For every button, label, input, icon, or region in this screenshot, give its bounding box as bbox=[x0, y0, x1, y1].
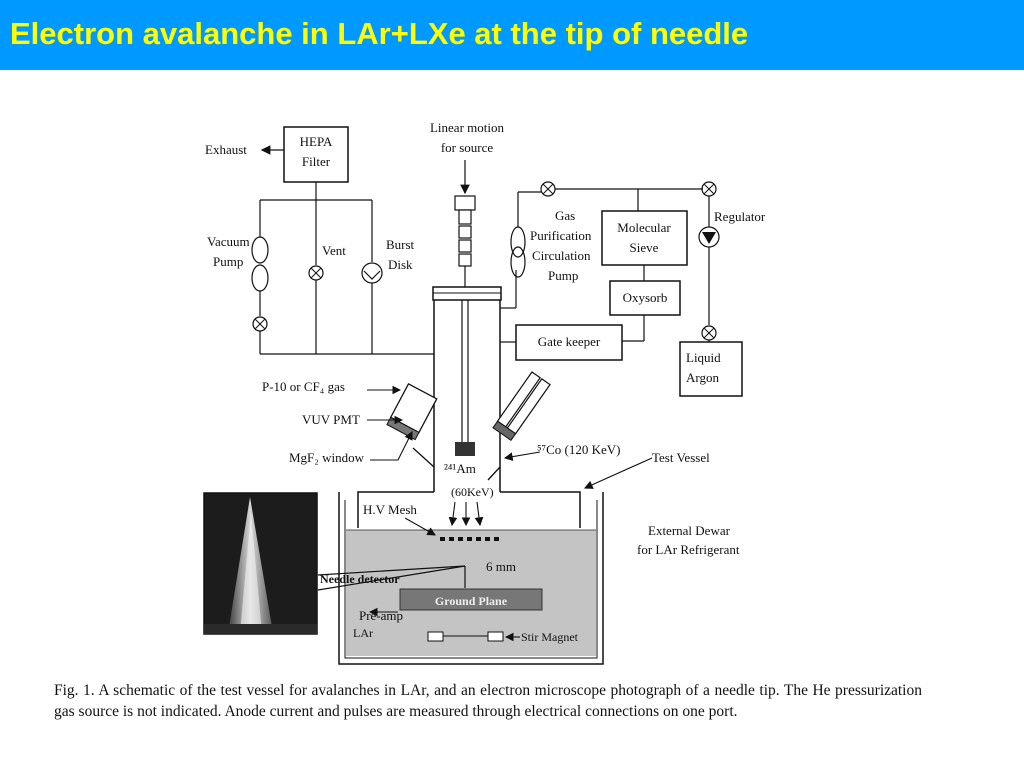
stir-magnet-left bbox=[427, 631, 444, 642]
external-dewar bbox=[338, 492, 604, 665]
actuator-block bbox=[454, 195, 476, 211]
needle-detector-label: Needle detector bbox=[320, 572, 400, 586]
hepa-label-2: Filter bbox=[302, 154, 331, 169]
external-dewar-label-2: for LAr Refrigerant bbox=[637, 542, 740, 557]
test-vessel-label: Test Vessel bbox=[652, 450, 710, 465]
burst-disk-icon bbox=[361, 262, 383, 284]
vacuum-label-2: Pump bbox=[213, 254, 243, 269]
burst-label-1: Burst bbox=[386, 237, 415, 252]
hepa-label-1: HEPA bbox=[300, 134, 333, 149]
vent-label: Vent bbox=[322, 243, 346, 258]
slide-title: Electron avalanche in LAr+LXe at the tip… bbox=[10, 16, 749, 51]
vuv-pmt-label: VUV PMT bbox=[302, 412, 360, 427]
gas-label-4: Pump bbox=[548, 268, 578, 283]
stir-magnet-right bbox=[487, 631, 504, 642]
external-dewar-label-1: External Dewar bbox=[648, 523, 731, 538]
am-source-block bbox=[455, 442, 475, 456]
gas-label-1: Gas bbox=[555, 208, 575, 223]
oxysorb-label: Oxysorb bbox=[623, 290, 668, 305]
linear-motion-label-1: Linear motion bbox=[430, 120, 505, 135]
gas-label-3: Circulation bbox=[532, 248, 591, 263]
gas-label-2: Purification bbox=[530, 228, 592, 243]
molecular-label-1: Molecular bbox=[617, 220, 671, 235]
hv-mesh-label: H.V Mesh bbox=[363, 502, 417, 517]
vacuum-pump-symbol bbox=[251, 236, 269, 264]
lar-label: LAr bbox=[353, 626, 373, 640]
title-bar: Electron avalanche in LAr+LXe at the tip… bbox=[0, 0, 1024, 70]
co-source-tube bbox=[492, 371, 551, 442]
liquid-label-2: Argon bbox=[686, 370, 719, 385]
vuv-pmt-tube bbox=[386, 383, 438, 441]
gate-keeper-label: Gate keeper bbox=[538, 334, 601, 349]
molecular-label-2: Sieve bbox=[630, 240, 659, 255]
liquid-label-1: Liquid bbox=[686, 350, 721, 365]
ground-plane bbox=[399, 588, 543, 611]
burst-label-2: Disk bbox=[388, 257, 413, 272]
vacuum-label-1: Vacuum bbox=[207, 234, 250, 249]
mgf2-window-label: MgF₂ window bbox=[289, 450, 365, 465]
six-mm-label: 6 mm bbox=[486, 559, 516, 574]
stir-magnet-label: Stir Magnet bbox=[521, 630, 579, 644]
am-energy-label: (60KeV) bbox=[451, 485, 494, 499]
p10-gas-label: P-10 or CF₄ gas bbox=[262, 379, 345, 394]
am-source-label: ²⁴¹Am bbox=[444, 461, 476, 476]
pre-amp-label: Pre-amp bbox=[359, 608, 403, 623]
regulator-label: Regulator bbox=[714, 209, 766, 224]
co-source-label: ⁵⁷Co (120 KeV) bbox=[537, 442, 620, 457]
linear-motion-label-2: for source bbox=[441, 140, 494, 155]
figure-caption: Fig. 1. A schematic of the test vessel f… bbox=[54, 682, 922, 720]
exhaust-label: Exhaust bbox=[205, 142, 247, 157]
oxysorb-box bbox=[609, 280, 681, 316]
ground-plane-label: Ground Plane bbox=[435, 594, 508, 608]
liquid-argon-box bbox=[679, 341, 743, 397]
